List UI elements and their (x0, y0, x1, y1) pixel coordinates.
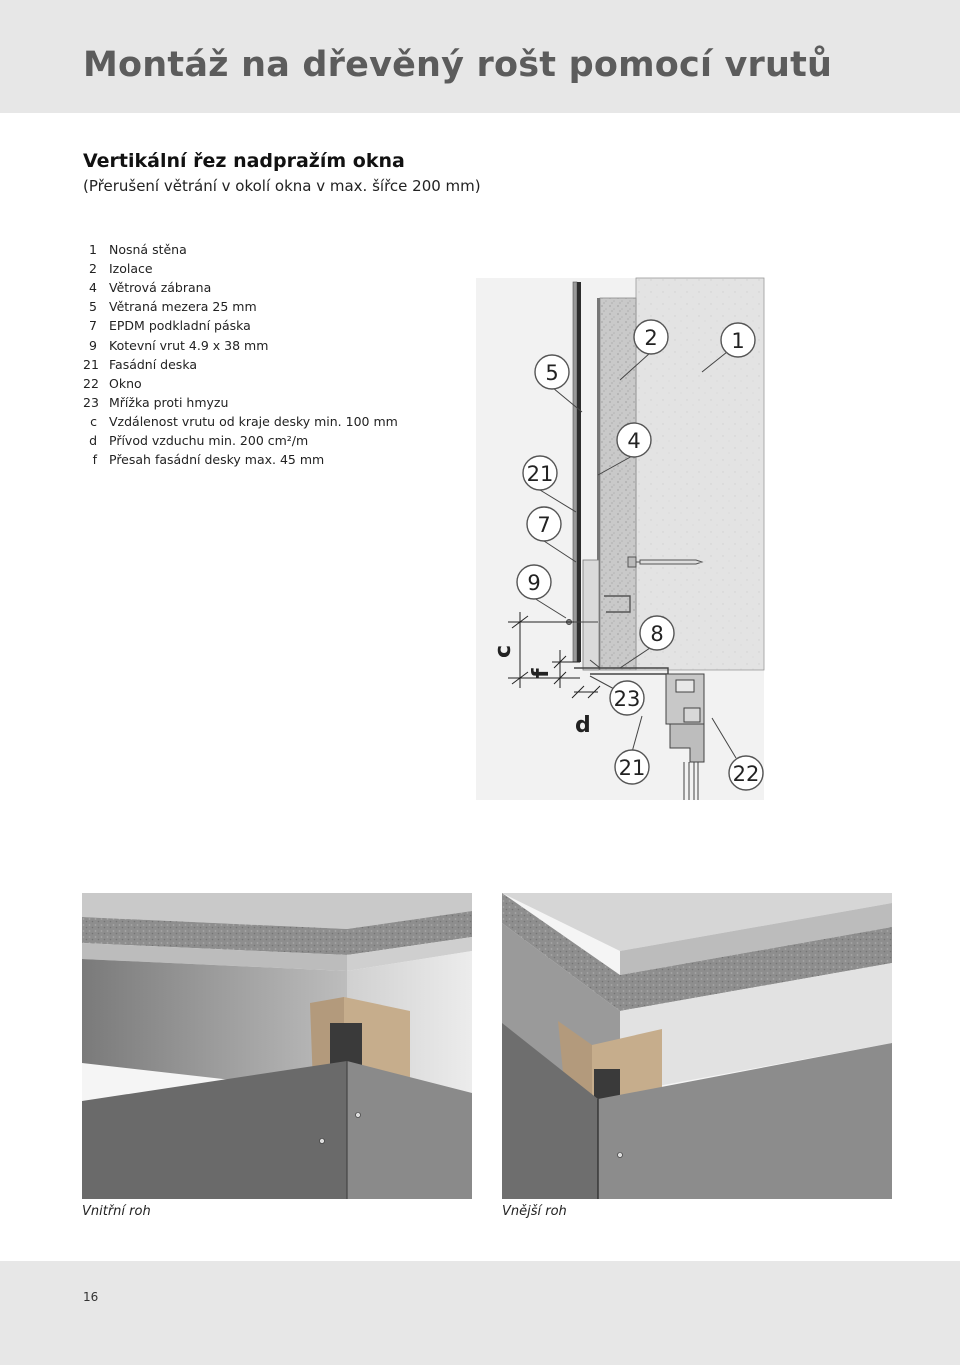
legend-item: 4 Větrová zábrana (83, 278, 398, 297)
callout-21: 21 (527, 462, 554, 486)
dimension-lines (508, 612, 601, 699)
legend-key: 4 (89, 280, 97, 296)
callout-9: 9 (527, 571, 540, 595)
legend-item: 21 Fasádní deska (83, 355, 398, 374)
legend-label: Přívod vzduchu min. 200 cm²/m (109, 432, 309, 448)
dim-label-c: c (491, 645, 516, 658)
insect-grid (574, 667, 669, 675)
legend-item: 22 Okno (83, 374, 398, 393)
legend-key: 5 (89, 299, 97, 315)
callout-leaders (533, 351, 737, 759)
page-number: 16 (83, 1290, 99, 1304)
outer-corner-photo (502, 893, 892, 1199)
callout-5: 5 (545, 361, 558, 385)
header-band (0, 0, 960, 113)
legend-key: 1 (89, 242, 97, 258)
legend-label: Izolace (109, 261, 153, 277)
legend-label: Nosná stěna (109, 242, 187, 258)
legend-label: Větraná mezera 25 mm (109, 299, 257, 315)
section-title: Vertikální řez nadpražím okna (83, 150, 405, 172)
dim-label-d: d (575, 713, 591, 738)
legend-item: 2 Izolace (83, 259, 398, 278)
legend-key: c (90, 413, 97, 429)
legend-item: d Přívod vzduchu min. 200 cm²/m (83, 431, 398, 450)
legend-item: 1 Nosná stěna (83, 240, 398, 259)
callout-2: 2 (644, 326, 657, 350)
callout-23: 23 (614, 687, 641, 711)
callout-circles (516, 319, 764, 791)
callout-22: 22 (733, 762, 760, 786)
section-subtitle: (Přerušení větrání v okolí okna v max. š… (83, 177, 481, 195)
callout-7: 7 (537, 513, 550, 537)
insulation-layer (599, 297, 637, 671)
callout-8: 8 (650, 622, 663, 646)
legend-key: 7 (89, 318, 97, 334)
legend-label: Mřížka proti hmyzu (109, 394, 229, 410)
legend-key: d (89, 432, 97, 448)
legend-key: 21 (83, 356, 99, 372)
legend-item: 7 EPDM podkladní páska (83, 316, 398, 335)
outer-corner-caption: Vnější roh (502, 1204, 567, 1219)
legend-item: 9 Kotevní vrut 4.9 x 38 mm (83, 335, 398, 354)
callout-21b: 21 (619, 756, 646, 780)
legend-key: 23 (83, 394, 99, 410)
wind-barrier (597, 298, 600, 670)
legend-item: c Vzdálenost vrutu od kraje desky min. 10… (83, 412, 398, 431)
legend-label: Přesah fasádní desky max. 45 mm (109, 452, 325, 468)
dim-label-f: f (529, 668, 554, 678)
legend-label: Vzdálenost vrutu od kraje desky min. 100… (109, 413, 398, 429)
footer-band (0, 1261, 960, 1365)
section-detail-drawing: c f d 1 2 4 5 21 7 9 8 23 (476, 277, 765, 800)
legend-key: 9 (89, 337, 97, 353)
timber-batten (582, 559, 600, 671)
legend-key: f (92, 452, 97, 468)
legend-label: Kotevní vrut 4.9 x 38 mm (109, 337, 269, 353)
callout-1: 1 (731, 329, 744, 353)
page-title: Montáž na dřevěný rošt pomocí vrutů (83, 45, 833, 85)
legend-key: 2 (89, 261, 97, 277)
legend-label: Okno (109, 375, 142, 391)
legend-list: 1 Nosná stěna 2 Izolace 4 Větrová zábrana 5… (83, 240, 398, 469)
facade-board (572, 281, 578, 663)
legend-label: Větrová zábrana (109, 280, 212, 296)
legend-key: 22 (83, 375, 99, 391)
legend-item: f Přesah fasádní desky max. 45 mm (83, 450, 398, 469)
window-frame (665, 673, 705, 800)
inner-corner-photo (82, 893, 472, 1199)
legend-label: Fasádní deska (109, 356, 197, 372)
legend-item: 5 Větraná mezera 25 mm (83, 297, 398, 316)
epdm-strip (577, 282, 581, 662)
legend-label: EPDM podkladní páska (109, 318, 251, 334)
legend-item: 23 Mřížka proti hmyzu (83, 393, 398, 412)
wall-anchor (627, 556, 704, 568)
mounting-bracket (604, 595, 631, 613)
inner-corner-caption: Vnitřní roh (82, 1204, 151, 1219)
callout-4: 4 (627, 429, 640, 453)
